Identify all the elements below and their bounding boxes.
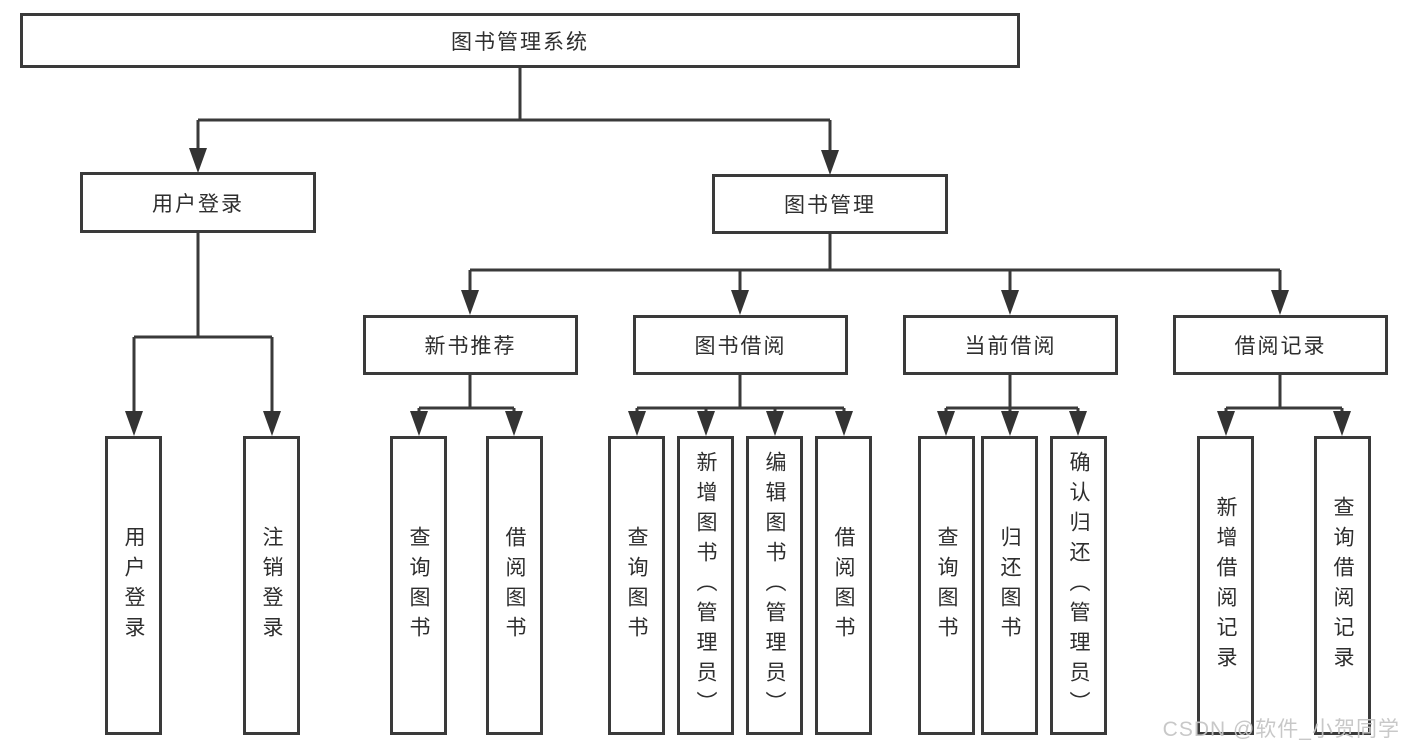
csdn-watermark: CSDN @软件_小贺同学: [1162, 718, 1400, 741]
leaf-cb-confirm-return-admin: 确认归还（管理员）: [1050, 436, 1107, 735]
leaf-nbr-query-books: 查询图书: [390, 436, 447, 735]
arrowhead-cb-return: [1001, 411, 1019, 436]
arrowhead-leaf-logout: [263, 411, 281, 436]
leaf-bb-query-books: 查询图书: [608, 436, 665, 735]
leaf-bb-add-books-admin: 新增图书（管理员）: [677, 436, 734, 735]
arrowhead-cb-confirm: [1069, 411, 1087, 436]
leaf-cb-query-books-label: 查询图书: [935, 525, 958, 646]
node-book-borrowing: 图书借阅: [633, 315, 848, 375]
leaf-bb-edit-books-admin-label: 编辑图书（管理员）: [763, 450, 786, 721]
leaf-logout-label: 注销登录: [260, 525, 283, 646]
leaf-bb-borrow-books: 借阅图书: [815, 436, 872, 735]
node-new-book-recommend: 新书推荐: [363, 315, 578, 375]
node-root: 图书管理系统: [20, 13, 1020, 68]
leaf-logout: 注销登录: [243, 436, 300, 735]
leaf-bb-borrow-books-label: 借阅图书: [832, 525, 855, 646]
arrowhead-br-add: [1217, 411, 1235, 436]
leaf-bb-edit-books-admin: 编辑图书（管理员）: [746, 436, 803, 735]
arrowhead-leaf-login: [125, 411, 143, 436]
node-user-login-branch: 用户登录: [80, 172, 316, 233]
leaf-user-login: 用户登录: [105, 436, 162, 735]
arrowhead-nbr-query: [410, 411, 428, 436]
node-book-management-branch: 图书管理: [712, 174, 948, 234]
leaf-nbr-query-books-label: 查询图书: [407, 525, 430, 646]
arrowhead-bb: [731, 290, 749, 315]
leaf-nbr-borrow-books: 借阅图书: [486, 436, 543, 735]
arrowhead-cb-query: [937, 411, 955, 436]
arrowhead-bb-edit: [766, 411, 784, 436]
arrowhead-user-login: [189, 148, 207, 173]
node-borrowing-records: 借阅记录: [1173, 315, 1388, 375]
leaf-user-login-label: 用户登录: [122, 525, 145, 646]
leaf-cb-return-books: 归还图书: [981, 436, 1038, 735]
leaf-cb-query-books: 查询图书: [918, 436, 975, 735]
leaf-nbr-borrow-books-label: 借阅图书: [503, 525, 526, 646]
leaf-br-add-record-label: 新增借阅记录: [1214, 495, 1237, 676]
arrowhead-br-query: [1333, 411, 1351, 436]
leaf-cb-return-books-label: 归还图书: [998, 525, 1021, 646]
leaf-bb-add-books-admin-label: 新增图书（管理员）: [694, 450, 717, 721]
leaf-br-query-record-label: 查询借阅记录: [1331, 495, 1354, 676]
arrowhead-cb: [1001, 290, 1019, 315]
leaf-bb-query-books-label: 查询图书: [625, 525, 648, 646]
arrowhead-br: [1271, 290, 1289, 315]
leaf-br-add-record: 新增借阅记录: [1197, 436, 1254, 735]
arrowhead-bb-add: [697, 411, 715, 436]
arrowhead-book-mgmt: [821, 150, 839, 175]
leaf-cb-confirm-return-admin-label: 确认归还（管理员）: [1067, 450, 1090, 721]
arrowhead-bb-query: [628, 411, 646, 436]
arrowhead-nbr-borrow: [505, 411, 523, 436]
arrowhead-nbr: [461, 290, 479, 315]
arrowhead-bb-borrow: [835, 411, 853, 436]
leaf-br-query-record: 查询借阅记录: [1314, 436, 1371, 735]
node-current-borrowing: 当前借阅: [903, 315, 1118, 375]
